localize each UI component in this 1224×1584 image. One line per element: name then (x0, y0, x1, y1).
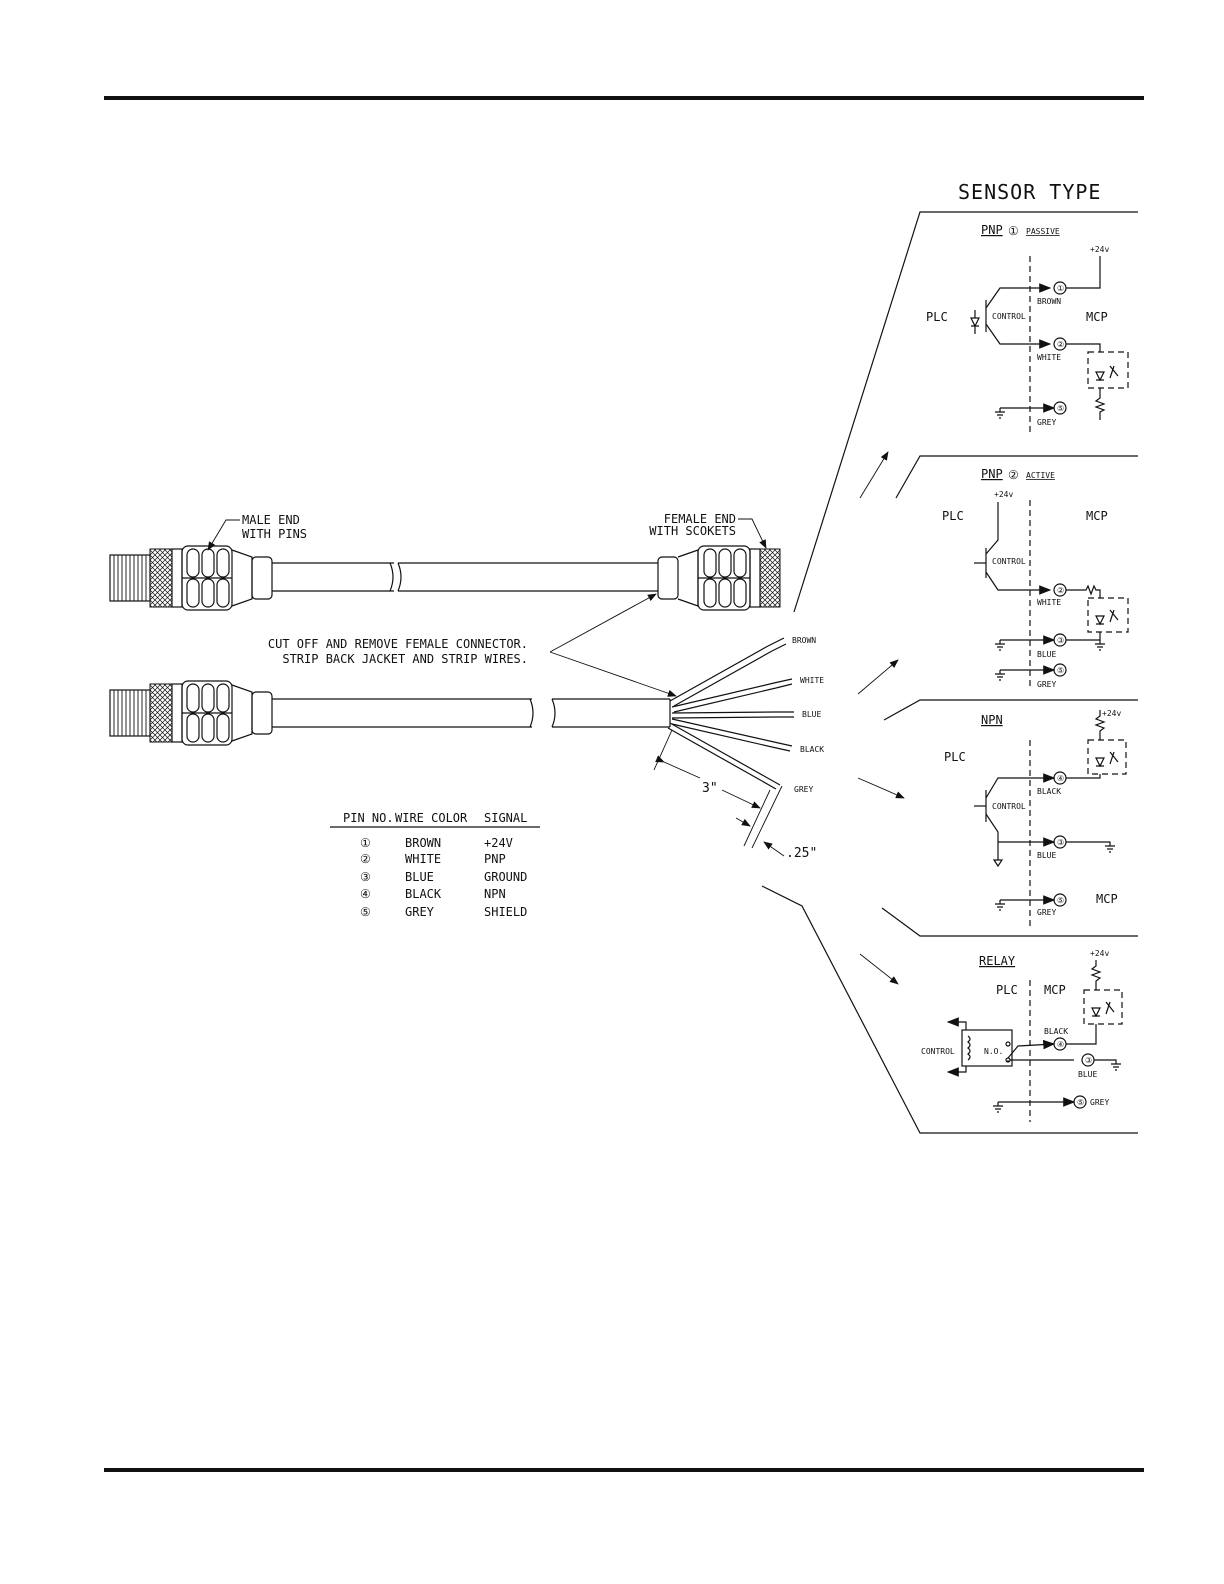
pin-table-row-4-pin: ④ (360, 887, 371, 901)
panel2-wire-b: BLUE (1037, 650, 1056, 659)
panel2-pin: ② (1008, 468, 1019, 482)
panel1-left: PLC (926, 310, 948, 324)
sensor-frame (761, 211, 1138, 1134)
panel1-pin-b: ② (1057, 340, 1064, 349)
panel-pnp-passive: PNP ① PASSIVE PLC MCP +24v CONTROL ① ② ⑤… (926, 223, 1129, 434)
male-end-label-2: WITH PINS (242, 527, 307, 541)
male-connector-top (109, 545, 273, 611)
wire-label-black: BLACK (800, 745, 824, 754)
panel3-supply: +24v (1102, 709, 1121, 718)
panel4-wire-b: BLUE (1078, 1070, 1097, 1079)
panel4-left: PLC (996, 983, 1018, 997)
panel4-contact: N.O. (984, 1047, 1003, 1056)
cut-note-1: CUT OFF AND REMOVE FEMALE CONNECTOR. (268, 637, 528, 651)
panel-npn: NPN PLC MCP +24v CONTROL ④ ③ ⑤ BLACK BLU… (944, 709, 1127, 926)
panel1-wire-b: WHITE (1037, 353, 1061, 362)
sensor-type-title: SENSOR TYPE (958, 180, 1101, 204)
pin-table-header-color: WIRE COLOR (395, 811, 468, 825)
pin-table-row-2-signal: PNP (484, 852, 506, 866)
pin-table-row-3-color: BLUE (405, 870, 434, 884)
panel2-title: PNP (981, 467, 1003, 481)
panel1-wire-c: GREY (1037, 418, 1056, 427)
pin-table-row-2-color: WHITE (405, 852, 441, 866)
panel4-right: MCP (1044, 983, 1066, 997)
panel4-pin-c: ⑤ (1077, 1098, 1084, 1107)
male-end-label-1: MALE END (242, 513, 300, 527)
panel3-control: CONTROL (992, 802, 1026, 811)
panel4-title: RELAY (979, 954, 1016, 968)
pin-table-row-1-signal: +24V (484, 836, 513, 850)
female-connector-top (657, 545, 781, 611)
panel1-control: CONTROL (992, 312, 1026, 321)
panel1-pin-a: ① (1057, 284, 1064, 293)
panel3-wire-b: BLUE (1037, 851, 1056, 860)
panel3-title: NPN (981, 713, 1003, 727)
panel1-pin-c: ⑤ (1057, 404, 1064, 413)
panel3-left: PLC (944, 750, 966, 764)
panel1-wire-a: BROWN (1037, 297, 1061, 306)
wire-label-brown: BROWN (792, 636, 816, 645)
pin-table-row-4-color: BLACK (405, 887, 442, 901)
panel1-pin: ① (1008, 224, 1019, 238)
pin-table-row-5-pin: ⑤ (360, 905, 371, 919)
wire-label-grey: GREY (794, 785, 813, 794)
panel4-control: CONTROL (921, 1047, 955, 1056)
dim-wire-label: .25" (786, 846, 817, 861)
panel4-wire-a: BLACK (1044, 1027, 1068, 1036)
panel-pnp-active: PNP ② ACTIVE PLC MCP +24v CONTROL ② ③ ⑤ … (942, 467, 1129, 690)
panel3-wire-c: GREY (1037, 908, 1056, 917)
cable-top (272, 562, 658, 592)
panel2-control: CONTROL (992, 557, 1026, 566)
panel2-right: MCP (1086, 509, 1108, 523)
panel-relay: RELAY PLC MCP +24v CONTROL N.O. ④ ③ ⑤ BL… (921, 949, 1123, 1122)
pin-table-header-signal: SIGNAL (484, 811, 527, 825)
pin-table-row-5-signal: SHIELD (484, 905, 527, 919)
stripped-wires (667, 637, 794, 790)
pin-table-row-3-pin: ③ (360, 870, 371, 884)
panel2-subtitle: ACTIVE (1026, 471, 1055, 480)
pin-table: PIN NO. WIRE COLOR SIGNAL ① BROWN +24V ②… (330, 811, 540, 919)
panel4-pin-a: ④ (1057, 1040, 1064, 1049)
dim-strip-label: 3" (702, 781, 718, 796)
panel1-subtitle: PASSIVE (1026, 227, 1060, 236)
strip-dimension (653, 729, 785, 857)
female-end-label-1: FEMALE END (664, 512, 736, 526)
pin-table-row-1-color: BROWN (405, 836, 441, 850)
panel3-pin-a: ④ (1057, 774, 1064, 783)
pin-table-row-1-pin: ① (360, 836, 371, 850)
panel2-supply: +24v (994, 490, 1013, 499)
wire-label-blue: BLUE (802, 710, 821, 719)
panel3-right: MCP (1096, 892, 1118, 906)
panel1-title: PNP (981, 223, 1003, 237)
panel2-wire-a: WHITE (1037, 598, 1061, 607)
panel2-pin-c: ⑤ (1057, 666, 1064, 675)
pin-table-header-pin: PIN NO. (343, 811, 394, 825)
pin-table-row-4-signal: NPN (484, 887, 506, 901)
panel4-supply: +24v (1090, 949, 1109, 958)
female-end-label-2: WITH SCOKETS (649, 524, 736, 538)
panel4-wire-c: GREY (1090, 1098, 1109, 1107)
panel3-pin-c: ⑤ (1057, 896, 1064, 905)
pin-table-row-2-pin: ② (360, 852, 371, 866)
panel2-pin-b: ③ (1057, 636, 1064, 645)
panel1-right: MCP (1086, 310, 1108, 324)
cut-note-2: STRIP BACK JACKET AND STRIP WIRES. (282, 652, 528, 666)
panel2-wire-c: GREY (1037, 680, 1056, 689)
panel3-pin-b: ③ (1057, 838, 1064, 847)
pin-table-row-3-signal: GROUND (484, 870, 527, 884)
male-connector-bottom (109, 680, 273, 746)
panel4-pin-b: ③ (1085, 1056, 1092, 1065)
pin-table-row-5-color: GREY (405, 905, 435, 919)
panel3-wire-a: BLACK (1037, 787, 1061, 796)
cable-bottom (272, 698, 671, 728)
panel2-pin-a: ② (1057, 586, 1064, 595)
panel1-supply: +24v (1090, 245, 1109, 254)
wire-label-white: WHITE (800, 676, 824, 685)
panel2-left: PLC (942, 509, 964, 523)
